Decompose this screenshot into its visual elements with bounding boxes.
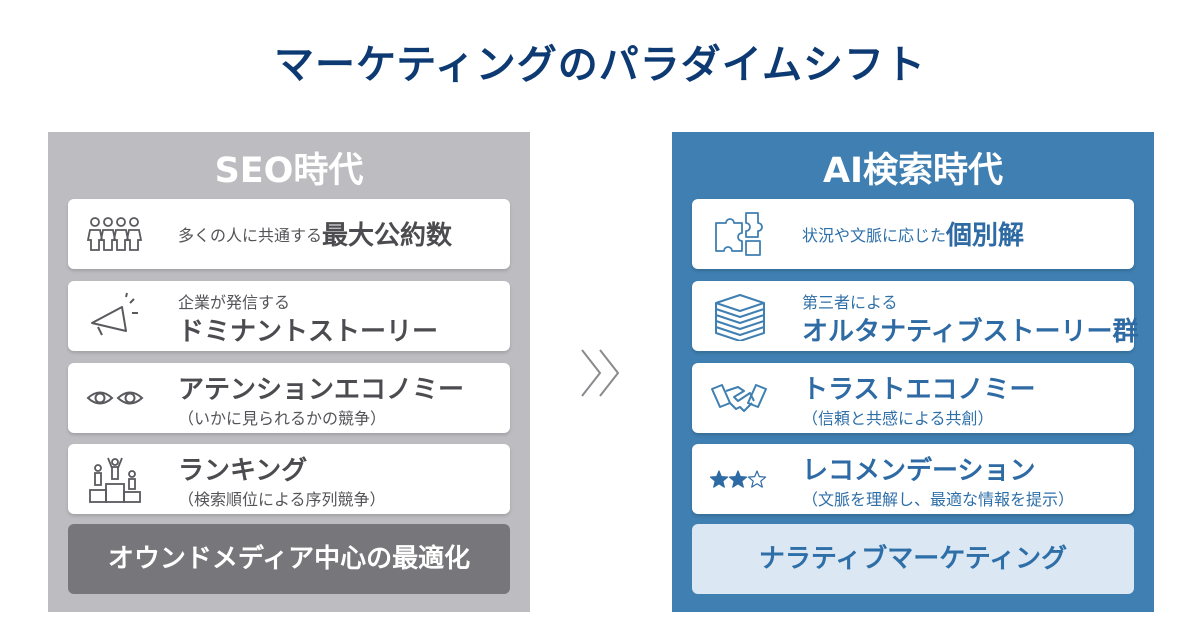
card-small-text: 企業が発信する	[178, 293, 291, 312]
card-small-text: 多くの人に共通する	[178, 226, 323, 245]
narrative-marketing-bar: ナラティブマーケティング	[692, 524, 1134, 594]
card-ranking: ランキング （検索順位による序列競争）	[68, 444, 510, 514]
card-small-text: 第三者による	[802, 293, 898, 312]
card-trust-economy: トラストエコノミー （信頼と共感による共創）	[692, 363, 1134, 433]
card-small-text: 状況や文脈に応じた	[802, 226, 947, 245]
books-icon	[710, 291, 768, 341]
panel-heading: SEO時代	[214, 151, 364, 191]
card-text: レコメンデーション （文脈を理解し、最適な情報を提示）	[802, 444, 1126, 514]
card-text: 企業が発信する ドミナントストーリー	[178, 281, 502, 351]
card-text: 第三者による オルタナティブストーリー群	[802, 281, 1138, 351]
podium-icon	[86, 454, 144, 504]
card-big-text: トラストエコノミー	[802, 375, 1036, 405]
megaphone-icon	[86, 291, 144, 341]
card-sub-text: （検索順位による序列競争）	[178, 490, 386, 509]
card-text: トラストエコノミー （信頼と共感による共創）	[802, 363, 1126, 433]
card-big-text: 個別解	[946, 221, 1025, 251]
card-attention-economy: アテンションエコノミー （いかに見られるかの競争）	[68, 363, 510, 433]
card-big-text: 最大公約数	[322, 221, 453, 251]
card-text: アテンションエコノミー （いかに見られるかの競争）	[178, 363, 502, 433]
card-big-text: ドミナントストーリー	[178, 317, 439, 347]
ai-search-era-panel: AI検索時代 状況や文脈に応じた個別解 第三者による オルタナティブストーリ	[672, 132, 1154, 612]
double-chevron-right-icon	[578, 346, 626, 400]
card-recommendation: レコメンデーション （文脈を理解し、最適な情報を提示）	[692, 444, 1134, 514]
panel-heading: AI検索時代	[822, 151, 1004, 191]
page-title: マーケティングのパラダイムシフト	[274, 42, 926, 88]
group-people-icon	[86, 209, 144, 259]
card-big-text: レコメンデーション	[802, 456, 1036, 486]
card-sub-text: （いかに見られるかの競争）	[178, 409, 387, 428]
card-individual-solution: 状況や文脈に応じた個別解	[692, 199, 1134, 269]
card-text: ランキング （検索順位による序列競争）	[178, 444, 502, 514]
card-dominant-story: 企業が発信する ドミナントストーリー	[68, 281, 510, 351]
card-text: 多くの人に共通する最大公約数	[178, 199, 502, 269]
card-sub-text: （信頼と共感による共創）	[802, 409, 994, 428]
owned-media-optimization-bar: オウンドメディア中心の最適化	[68, 524, 510, 594]
seo-era-panel: SEO時代 多くの人に共通する最大公約数	[48, 132, 530, 612]
handshake-icon	[710, 373, 768, 423]
rating-stars-icon	[710, 454, 768, 504]
card-text: 状況や文脈に応じた個別解	[802, 199, 1126, 269]
card-big-text: オルタナティブストーリー群	[802, 317, 1139, 347]
puzzle-icon	[710, 209, 768, 259]
card-alternative-stories: 第三者による オルタナティブストーリー群	[692, 281, 1138, 351]
card-sub-text: （文脈を理解し、最適な情報を提示）	[802, 490, 1075, 509]
card-common-denominator: 多くの人に共通する最大公約数	[68, 199, 510, 269]
card-big-text: ランキング	[178, 456, 308, 486]
card-big-text: アテンションエコノミー	[178, 375, 465, 405]
eyes-icon	[86, 373, 144, 423]
